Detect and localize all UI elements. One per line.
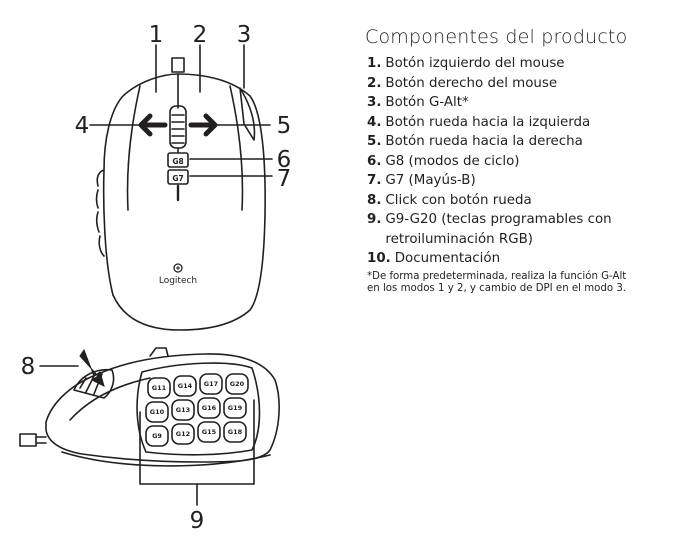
g7-button (167, 169, 189, 185)
key-label: G14 (178, 382, 193, 390)
side-scroll-wheel (73, 368, 115, 399)
item-label: Click con botón rueda (385, 192, 532, 208)
top-side-keys (95, 169, 105, 257)
item-number: 3. (367, 95, 382, 110)
key-label: G20 (230, 380, 245, 388)
g7-label: G7 (172, 174, 183, 183)
list-item: 8.Click con botón rueda (367, 191, 672, 211)
item-label: Botón rueda hacia la izquierda (385, 114, 591, 130)
list-item: 6.G8 (modos de ciclo) (367, 152, 672, 172)
callout-1: 1 (149, 22, 164, 48)
item-number: 9. (367, 212, 382, 227)
scroll-wheel (169, 105, 187, 149)
item-number: 1. (367, 56, 382, 71)
key-label: G15 (202, 428, 217, 436)
galt-button-shape (239, 87, 256, 141)
list-item: 2.Botón derecho del mouse (367, 74, 672, 94)
key-label: G9 (152, 432, 162, 440)
list-item: 7.G7 (Mayús-B) (367, 171, 672, 191)
callout-8: 8 (21, 354, 36, 380)
item-number: 7. (367, 173, 382, 188)
list-item: 1.Botón izquierdo del mouse (367, 54, 672, 74)
side-mouse-body (45, 353, 280, 463)
top-mouse-body (102, 73, 266, 331)
key-label: G10 (150, 408, 165, 416)
callout-4: 4 (75, 113, 90, 139)
footnote: *De forma predeterminada, realiza la fun… (367, 271, 672, 295)
brand-label: Logitech (159, 276, 197, 286)
callout-3: 3 (237, 22, 252, 48)
callout-6: 6 (277, 147, 292, 173)
list-item: 10.Documentación (367, 249, 672, 269)
item-number: 5. (367, 134, 382, 149)
side-cable (19, 433, 47, 447)
key-label: G12 (176, 430, 190, 438)
item-label: Botón G-Alt* (385, 95, 469, 110)
tilt-right-arrow (188, 113, 218, 137)
item-label: Botón derecho del mouse (385, 75, 558, 91)
mouse-top-view (95, 57, 266, 331)
left-button-edge (126, 85, 141, 211)
item-label: G8 (modos de ciclo) (385, 153, 520, 169)
right-button-edge (229, 85, 244, 211)
key-label: G19 (228, 404, 243, 412)
footnote-line: en los modos 1 y 2, y cambio de DPI en e… (367, 282, 627, 294)
product-components-legend: Componentes del producto 1.Botón izquier… (365, 26, 672, 295)
item-number: 8. (367, 192, 382, 208)
key-label: G16 (202, 404, 217, 412)
list-item: 9.G9-G20 (teclas programables con retroi… (367, 210, 672, 249)
tilt-left-arrow (138, 113, 168, 137)
key-label: G11 (152, 384, 167, 392)
item-number: 10. (367, 251, 391, 266)
component-list: 1.Botón izquierdo del mouse 2.Botón dere… (367, 54, 672, 269)
item-label: Documentación (394, 251, 501, 266)
key-label: G17 (204, 380, 218, 388)
list-item: 4.Botón rueda hacia la izquierda (367, 113, 672, 133)
leader-9 (139, 399, 255, 506)
item-label: G9-G20 (teclas programables con retroilu… (385, 212, 612, 247)
item-number: 6. (367, 153, 382, 169)
footnote-line: *De forma predeterminada, realiza la fun… (367, 270, 627, 282)
top-cable (171, 57, 185, 73)
callout-5: 5 (277, 113, 292, 139)
callout-7: 7 (277, 166, 292, 192)
logitech-logo: Logitech (159, 263, 197, 286)
callout-2: 2 (193, 22, 208, 48)
legend-title: Componentes del producto (365, 26, 628, 48)
g8-label: G8 (172, 157, 183, 166)
g8-button (167, 152, 189, 168)
item-label: Botón rueda hacia la derecha (385, 134, 583, 149)
item-number: 2. (367, 75, 382, 91)
item-label: G7 (Mayús-B) (385, 173, 476, 188)
item-number: 4. (367, 114, 382, 130)
list-item: 3.Botón G-Alt* (367, 93, 672, 113)
side-keys (145, 373, 249, 447)
callout-9: 9 (190, 508, 205, 534)
key-label: G18 (228, 428, 243, 436)
wheel-click-arrow (79, 348, 105, 387)
key-label: G13 (176, 406, 190, 414)
list-item: 5.Botón rueda hacia la derecha (367, 132, 672, 152)
item-label: Botón izquierdo del mouse (385, 56, 565, 71)
tilt-arrows (138, 113, 218, 137)
